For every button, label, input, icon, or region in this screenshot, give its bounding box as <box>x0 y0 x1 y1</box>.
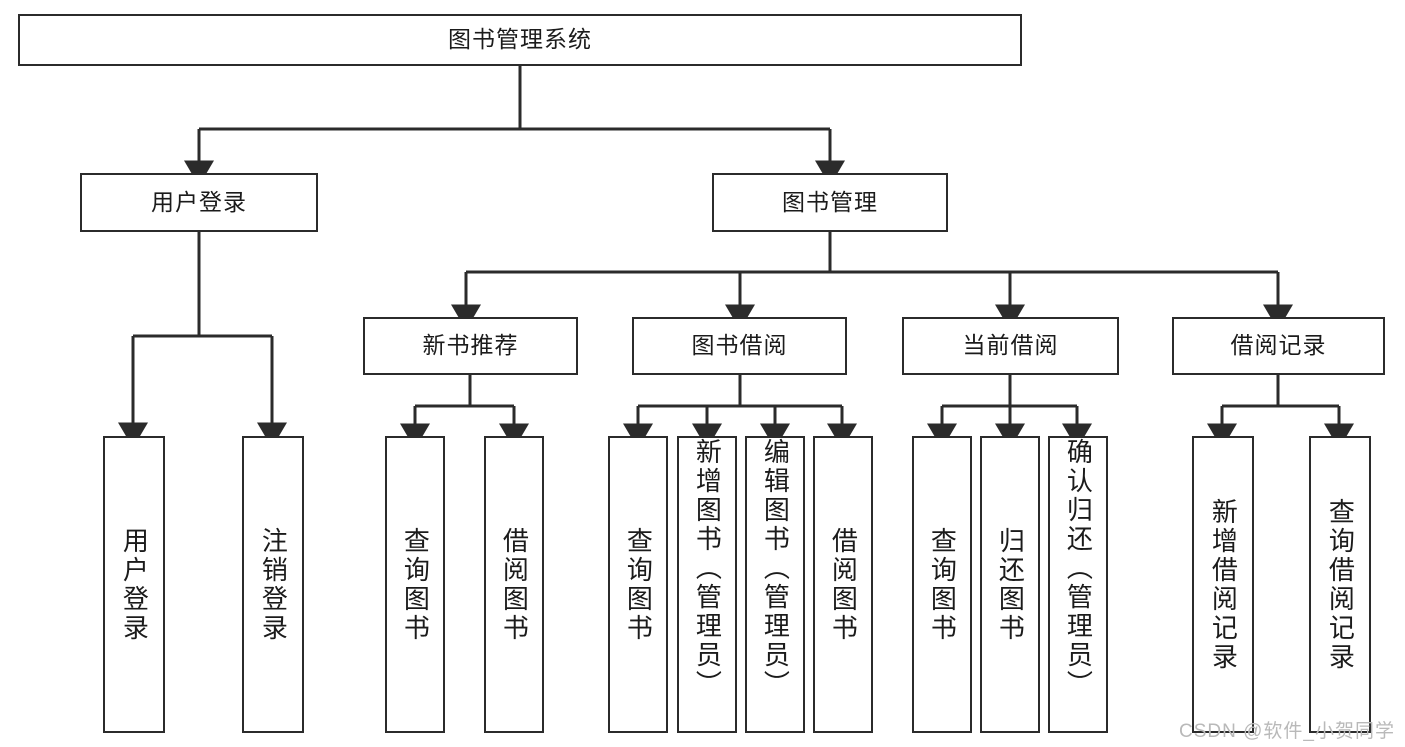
leaf-edit-book-label: 编辑图书（管理员） <box>760 438 791 699</box>
node-current-borrow[interactable]: 当前借阅 <box>902 317 1119 375</box>
node-new-book-rec[interactable]: 新书推荐 <box>363 317 578 375</box>
leaf-borrow-book-2-label: 借阅图书 <box>828 526 859 643</box>
node-user-login[interactable]: 用户登录 <box>80 173 318 232</box>
node-book-manage[interactable]: 图书管理 <box>712 173 948 232</box>
leaf-query-record[interactable]: 查询借阅记录 <box>1309 436 1371 733</box>
node-book-manage-label: 图书管理 <box>782 188 878 215</box>
node-root-label: 图书管理系统 <box>448 26 592 53</box>
leaf-user-login-label: 用户登录 <box>119 526 150 643</box>
node-root[interactable]: 图书管理系统 <box>18 14 1022 66</box>
leaf-query-book-2[interactable]: 查询图书 <box>608 436 668 733</box>
leaf-add-book-label: 新增图书（管理员） <box>692 438 723 699</box>
node-book-borrow-label: 图书借阅 <box>691 332 788 359</box>
leaf-add-record-label: 新增借阅记录 <box>1208 497 1239 672</box>
leaf-logout-label: 注销登录 <box>258 526 289 643</box>
leaf-confirm-return[interactable]: 确认归还（管理员） <box>1048 436 1108 733</box>
leaf-edit-book[interactable]: 编辑图书（管理员） <box>745 436 805 733</box>
leaf-confirm-return-label: 确认归还（管理员） <box>1063 438 1094 699</box>
node-current-borrow-label: 当前借阅 <box>962 332 1059 359</box>
node-borrow-record-label: 借阅记录 <box>1230 332 1327 359</box>
node-new-book-rec-label: 新书推荐 <box>422 332 519 359</box>
leaf-query-book-3-label: 查询图书 <box>927 526 958 643</box>
leaf-add-record[interactable]: 新增借阅记录 <box>1192 436 1254 733</box>
leaf-borrow-book-2[interactable]: 借阅图书 <box>813 436 873 733</box>
leaf-logout[interactable]: 注销登录 <box>242 436 304 733</box>
leaf-query-book-2-label: 查询图书 <box>623 526 654 643</box>
leaf-query-book-1-label: 查询图书 <box>400 526 431 643</box>
leaf-add-book[interactable]: 新增图书（管理员） <box>677 436 737 733</box>
node-book-borrow[interactable]: 图书借阅 <box>632 317 847 375</box>
leaf-query-book-3[interactable]: 查询图书 <box>912 436 972 733</box>
leaf-user-login[interactable]: 用户登录 <box>103 436 165 733</box>
leaf-return-book[interactable]: 归还图书 <box>980 436 1040 733</box>
leaf-query-record-label: 查询借阅记录 <box>1325 497 1356 672</box>
leaf-borrow-book-1-label: 借阅图书 <box>499 526 530 643</box>
node-borrow-record[interactable]: 借阅记录 <box>1172 317 1385 375</box>
leaf-borrow-book-1[interactable]: 借阅图书 <box>484 436 544 733</box>
node-user-login-label: 用户登录 <box>151 188 247 215</box>
leaf-return-book-label: 归还图书 <box>995 526 1026 643</box>
leaf-query-book-1[interactable]: 查询图书 <box>385 436 445 733</box>
